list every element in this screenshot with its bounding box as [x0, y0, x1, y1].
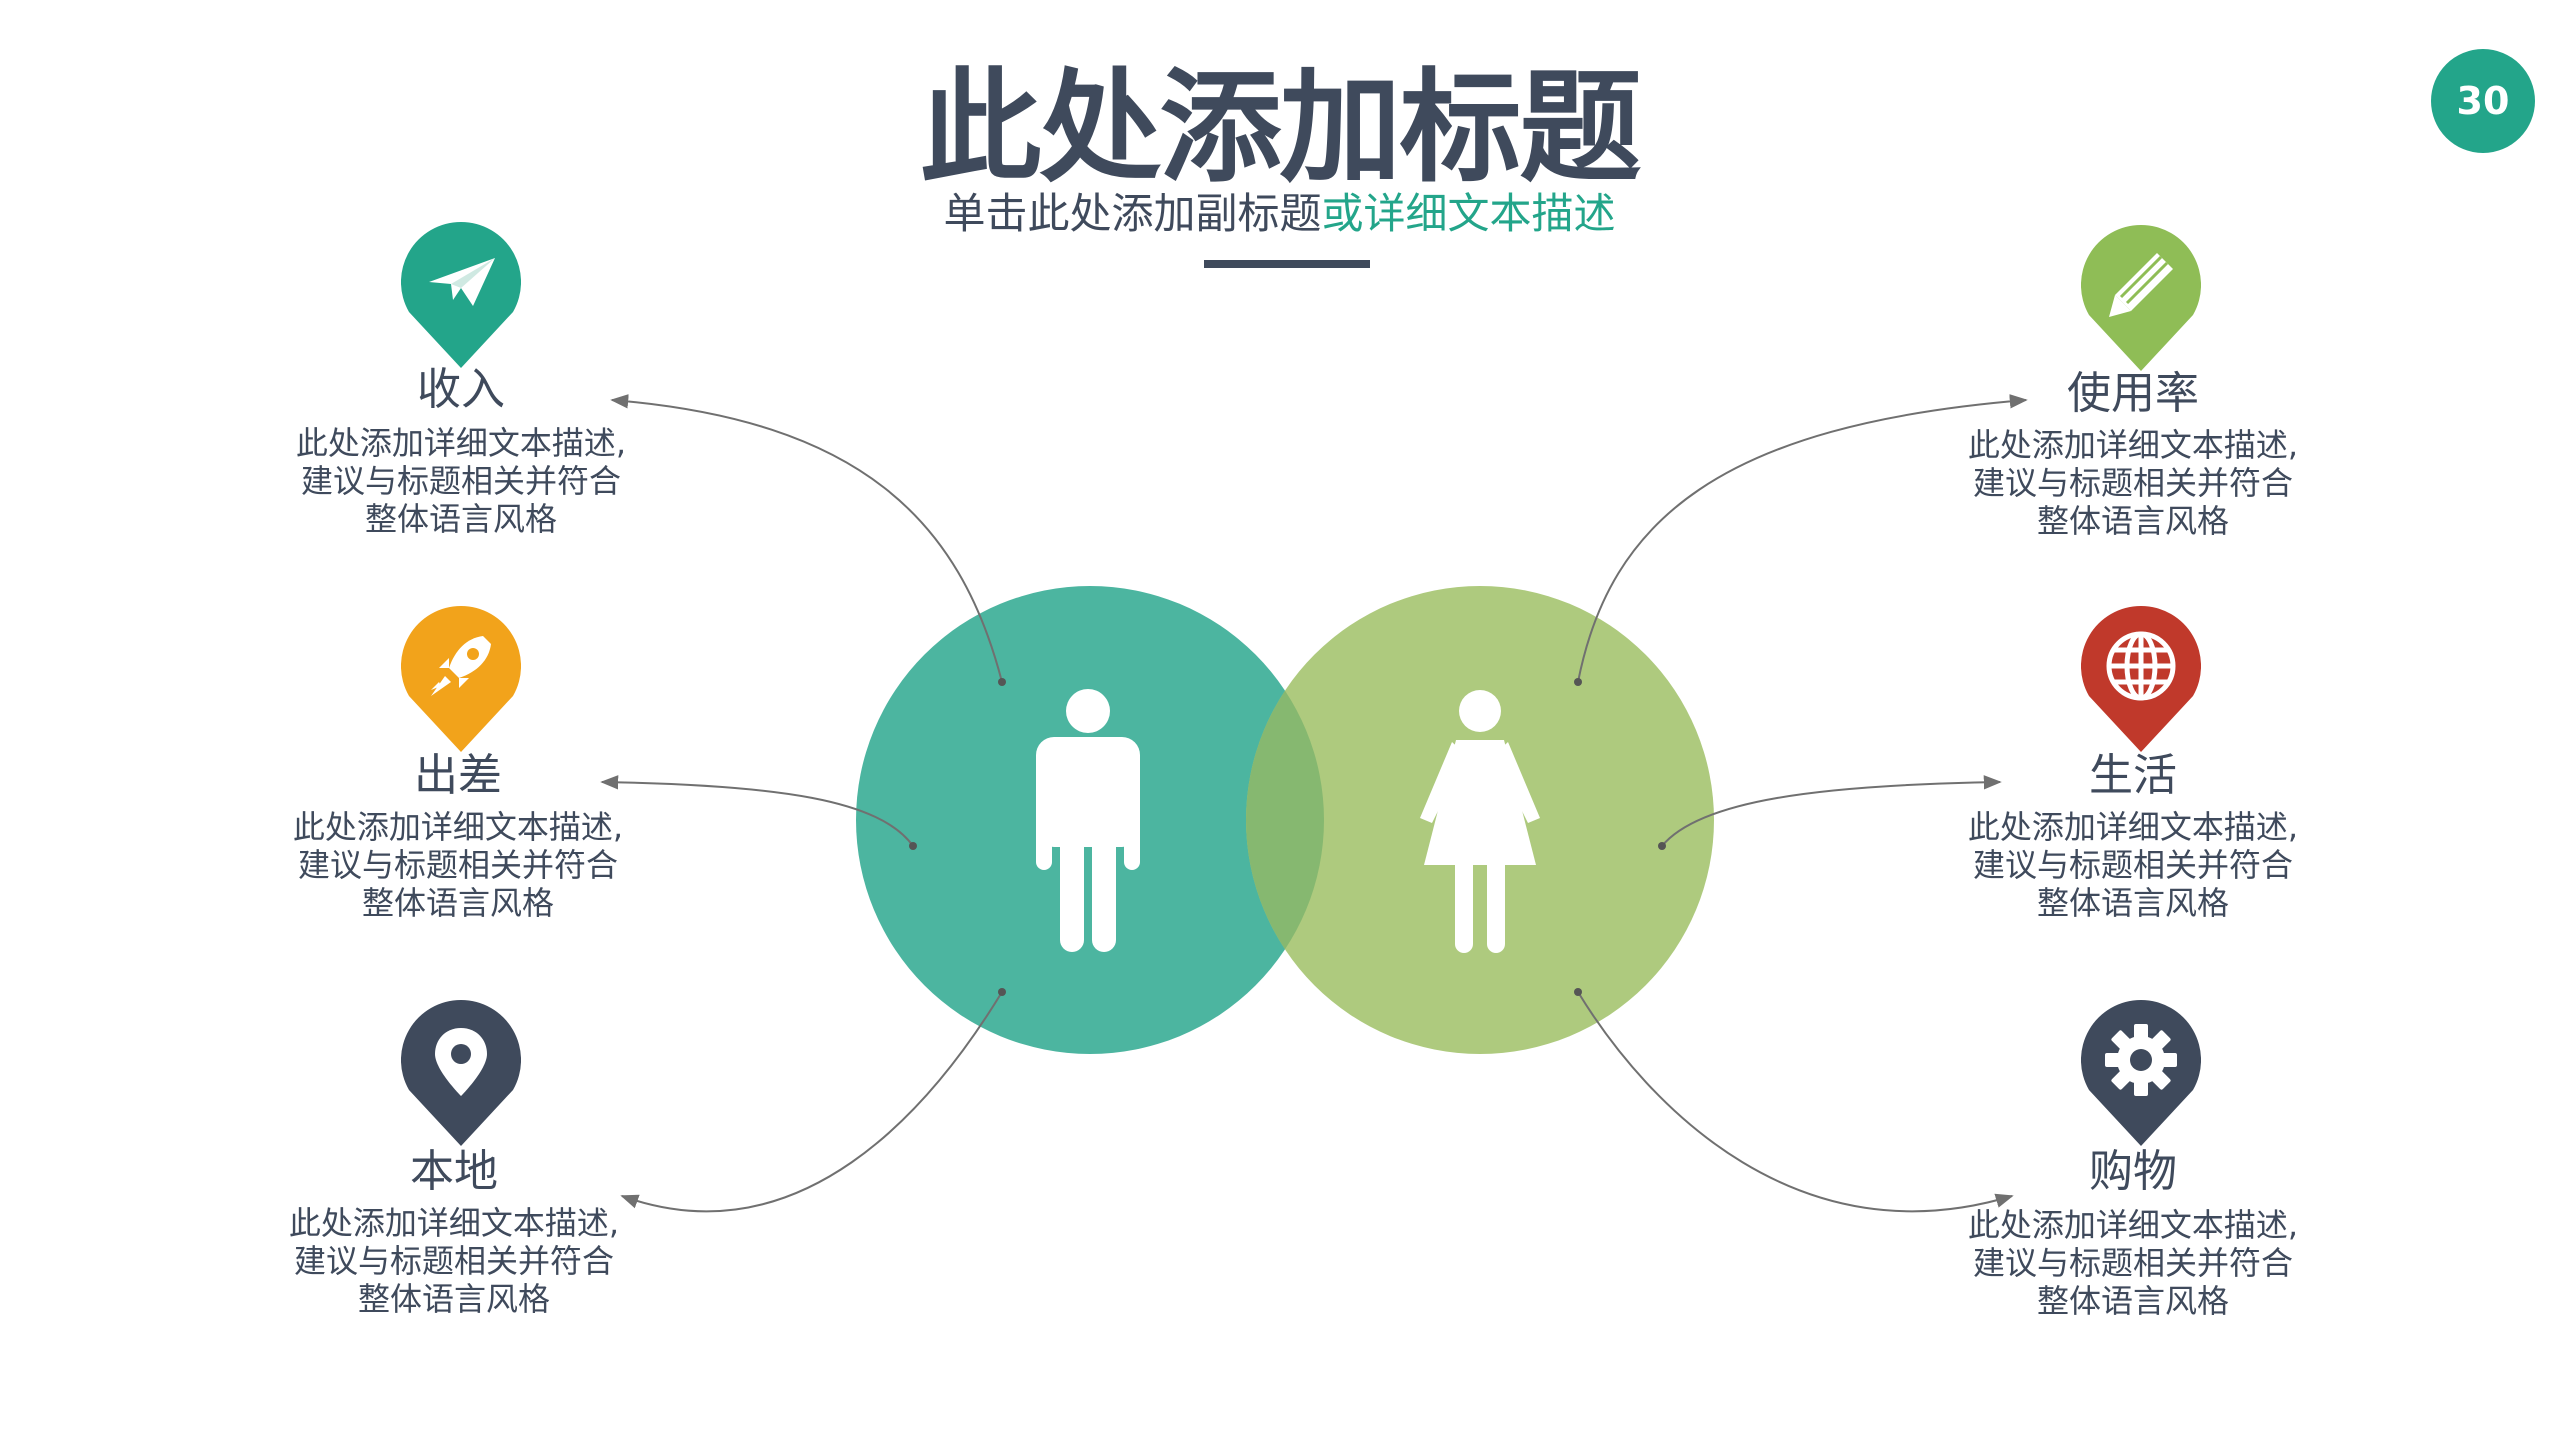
item-desc-life: 此处添加详细文本描述,建议与标题相关并符合整体语言风格 [1967, 808, 2299, 922]
pencil-icon [2109, 253, 2173, 317]
title-underline [1204, 260, 1370, 268]
location-pin-icon [435, 1028, 487, 1096]
shopping-pin [2081, 1000, 2201, 1148]
travel-pin [401, 606, 521, 754]
female-figure-icon [1420, 690, 1540, 953]
subtitle-part-2: 或详细文本描述 [1321, 189, 1616, 238]
item-title-local: 本地 [410, 1146, 498, 1197]
item-desc-shopping: 此处添加详细文本描述,建议与标题相关并符合整体语言风格 [1967, 1206, 2299, 1320]
globe-icon [2106, 631, 2176, 701]
male-figure-icon [1036, 689, 1140, 952]
item-desc-travel: 此处添加详细文本描述,建议与标题相关并符合整体语言风格 [292, 808, 624, 922]
page-number-badge: 30 [2431, 49, 2535, 153]
item-desc-usage: 此处添加详细文本描述,建议与标题相关并符合整体语言风格 [1967, 426, 2299, 540]
item-title-income: 收入 [417, 364, 505, 415]
page-number: 30 [2456, 79, 2510, 123]
subtitle-part-1: 单击此处添加副标题 [943, 189, 1322, 238]
gear-icon [2105, 1024, 2177, 1096]
income-pin [401, 222, 521, 370]
item-title-usage: 使用率 [2067, 368, 2199, 419]
slide-title: 此处添加标题 [919, 57, 1642, 199]
item-desc-income: 此处添加详细文本描述,建议与标题相关并符合整体语言风格 [295, 424, 627, 538]
slide-subtitle: 单击此处添加副标题或详细文本描述 [0, 186, 2559, 242]
item-title-travel: 出差 [414, 750, 502, 801]
life-pin [2081, 606, 2201, 754]
usage-pin [2081, 225, 2201, 373]
item-desc-local: 此处添加详细文本描述,建议与标题相关并符合整体语言风格 [288, 1204, 620, 1318]
item-title-life: 生活 [2089, 750, 2177, 801]
local-pin [401, 1000, 521, 1148]
rocket-icon [431, 636, 491, 696]
paper-plane-icon [429, 258, 495, 306]
item-title-shopping: 购物 [2089, 1146, 2177, 1197]
